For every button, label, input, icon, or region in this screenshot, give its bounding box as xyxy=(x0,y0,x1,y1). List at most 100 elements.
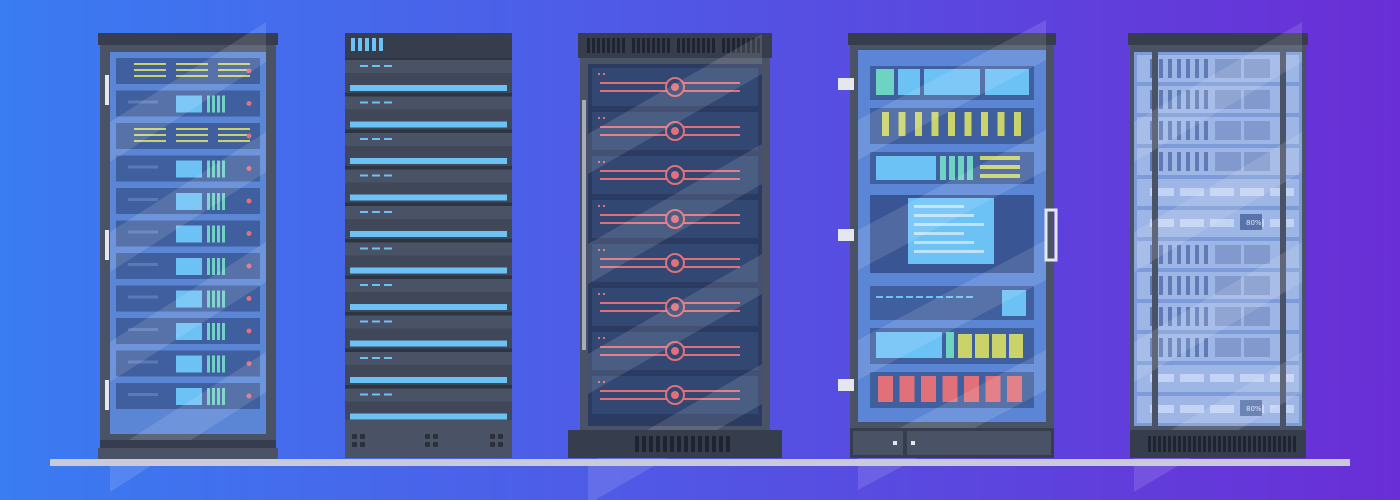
indicator-bar xyxy=(384,138,392,140)
vent-light xyxy=(379,38,383,51)
vent-slot xyxy=(649,436,653,452)
vent-slot xyxy=(632,38,635,53)
drive-bay xyxy=(1177,276,1181,295)
core-dot xyxy=(671,215,679,223)
drive-bay xyxy=(1195,245,1199,264)
door-handle xyxy=(1044,208,1058,262)
status-led xyxy=(246,68,252,74)
indicator-bar xyxy=(134,128,166,130)
indicator-bar xyxy=(372,320,380,323)
indicator-bar xyxy=(360,174,368,177)
vent-slot xyxy=(719,436,723,452)
vent-grill xyxy=(1215,59,1241,78)
vent-grill xyxy=(1244,59,1270,78)
light-strip xyxy=(350,231,507,237)
slot xyxy=(128,295,158,299)
gauge-label: 80% xyxy=(1246,219,1262,227)
drive-bay xyxy=(217,193,220,210)
drive-bay xyxy=(207,193,210,210)
vent-slot xyxy=(1213,436,1216,452)
indicator-bar xyxy=(384,101,392,104)
status-led xyxy=(603,381,605,383)
drive-bay xyxy=(1204,59,1208,78)
light-strip xyxy=(350,85,507,91)
door-hinge xyxy=(838,379,854,391)
indicator-bar xyxy=(372,138,380,140)
indicator-bar xyxy=(372,101,380,104)
vent-slot xyxy=(726,436,730,452)
shelf-unit xyxy=(345,60,512,73)
indicator-bar xyxy=(384,247,392,250)
drive-bay xyxy=(217,290,220,308)
vent-hole xyxy=(352,434,357,439)
drive-bay xyxy=(212,258,215,275)
light-strip xyxy=(350,121,507,128)
drive-bay xyxy=(212,388,215,405)
drive-bay xyxy=(222,290,225,308)
glass-reflection xyxy=(588,144,762,284)
vent-hole xyxy=(433,434,438,439)
light-strip xyxy=(350,304,507,310)
disk-drive xyxy=(942,376,958,402)
vent-slot xyxy=(656,436,660,452)
indicator-bar xyxy=(372,174,380,177)
indicator-bar xyxy=(134,134,166,136)
drive-bay xyxy=(1177,152,1181,171)
vent-slot xyxy=(647,38,650,53)
indicator-bar xyxy=(886,296,893,298)
vent-hole xyxy=(360,434,365,439)
drive-bay xyxy=(207,225,210,243)
indicator-bar xyxy=(360,393,368,396)
vent-slot xyxy=(1168,436,1171,452)
indicator-bar xyxy=(360,357,368,359)
rack-top-cap xyxy=(848,33,1056,45)
status-led xyxy=(246,328,252,334)
vent-slot xyxy=(1163,436,1166,452)
drive-bay xyxy=(1159,152,1163,171)
vent-slot xyxy=(1288,436,1291,452)
indicator-bar xyxy=(372,65,380,67)
drive-slot xyxy=(1210,405,1234,413)
disk-drive xyxy=(1007,376,1022,402)
port xyxy=(958,156,964,180)
port xyxy=(940,156,946,180)
drive-bay xyxy=(1168,276,1172,295)
glass-reflection xyxy=(1134,132,1302,272)
drawer-right xyxy=(907,431,1051,455)
drive-bay xyxy=(1168,307,1172,326)
shelf-unit xyxy=(345,279,512,292)
rack-interior xyxy=(1134,52,1302,426)
drive-bay xyxy=(1186,152,1190,171)
drive-bay xyxy=(1204,276,1208,295)
status-led xyxy=(603,337,605,339)
vent-hole xyxy=(490,434,495,439)
vent-slot xyxy=(607,38,610,53)
indicator-bar xyxy=(218,69,250,71)
light-strip xyxy=(350,377,507,383)
gauge-panel xyxy=(1240,214,1262,230)
display-panel xyxy=(176,323,202,340)
drive-slot xyxy=(1180,405,1204,413)
vent-grill xyxy=(1244,338,1270,357)
vent-grill xyxy=(1244,307,1270,326)
chart-display xyxy=(985,69,1029,95)
connector xyxy=(931,112,939,136)
vent-grill xyxy=(1244,121,1270,140)
vent-slot xyxy=(1238,436,1241,452)
indicator-bar xyxy=(176,69,208,71)
drive-bay xyxy=(207,355,210,373)
drive-slot xyxy=(1150,405,1174,413)
drive-bay xyxy=(1204,338,1208,357)
module xyxy=(876,69,894,95)
indicator-bar xyxy=(134,69,166,71)
drawer-knob xyxy=(911,441,915,445)
indicator-bar xyxy=(384,320,392,323)
status-led xyxy=(603,161,605,163)
vent-slot xyxy=(732,38,735,53)
drive-bay xyxy=(1159,121,1163,140)
core-dot xyxy=(671,127,679,135)
drive-bay xyxy=(217,258,220,275)
indicator-bar xyxy=(218,140,250,142)
display xyxy=(876,332,942,358)
drive-bay xyxy=(1177,121,1181,140)
